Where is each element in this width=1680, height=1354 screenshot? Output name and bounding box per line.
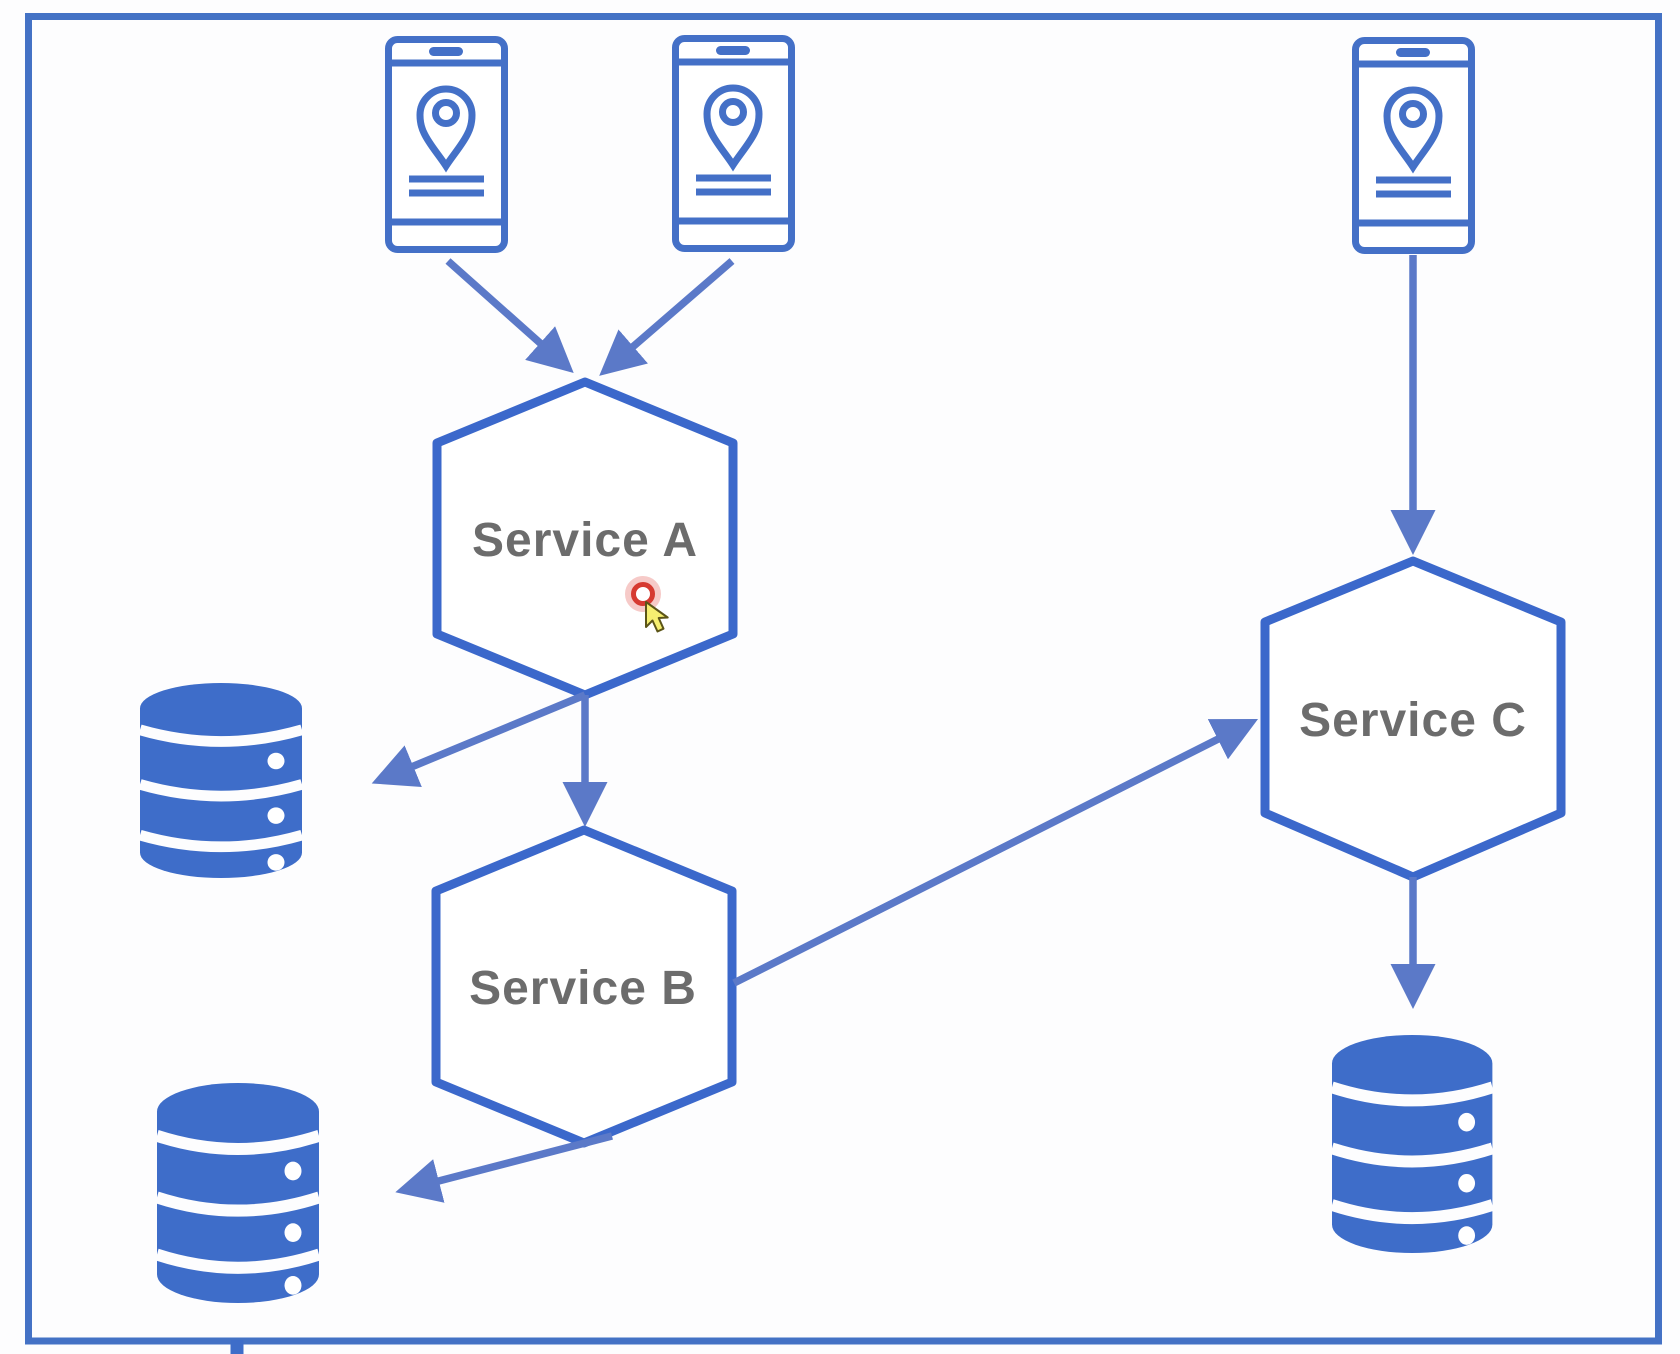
database-icon bbox=[1332, 1035, 1492, 1253]
mobile-client-2[interactable] bbox=[676, 39, 792, 249]
mobile-location-icon bbox=[1356, 41, 1472, 251]
diagram-frame-border bbox=[25, 13, 1662, 1345]
edge-client1-to-service-a[interactable] bbox=[445, 258, 574, 373]
mobile-client-3[interactable] bbox=[1356, 41, 1472, 251]
database-2[interactable] bbox=[157, 1083, 319, 1303]
database-icon bbox=[140, 683, 302, 878]
edge-client2-to-service-a[interactable] bbox=[599, 258, 735, 376]
service-b-node[interactable]: Service B bbox=[431, 825, 737, 1148]
mobile-location-icon bbox=[676, 39, 792, 249]
database-1[interactable] bbox=[140, 683, 302, 878]
edge-service-b-to-service-c[interactable] bbox=[732, 718, 1259, 987]
click-highlight-ring-core bbox=[631, 582, 655, 606]
service-c-label: Service C bbox=[1299, 694, 1527, 747]
edge-service-b-to-database-2[interactable] bbox=[395, 1132, 613, 1203]
frame-bottom-notch bbox=[230, 1340, 244, 1354]
edge-service-a-to-database-1[interactable] bbox=[371, 691, 587, 787]
click-highlight-ring bbox=[625, 576, 661, 612]
service-a-node[interactable]: Service A bbox=[432, 377, 738, 700]
pointer-cursor-icon bbox=[645, 601, 669, 633]
service-c-node[interactable]: Service C bbox=[1260, 556, 1566, 882]
service-b-label: Service B bbox=[469, 962, 697, 1015]
mouse-cursor bbox=[625, 576, 669, 633]
mobile-client-1[interactable] bbox=[389, 40, 505, 250]
mobile-location-icon bbox=[389, 40, 505, 250]
service-a-label: Service A bbox=[472, 514, 698, 567]
database-3[interactable] bbox=[1332, 1035, 1492, 1253]
database-icon bbox=[157, 1083, 319, 1303]
